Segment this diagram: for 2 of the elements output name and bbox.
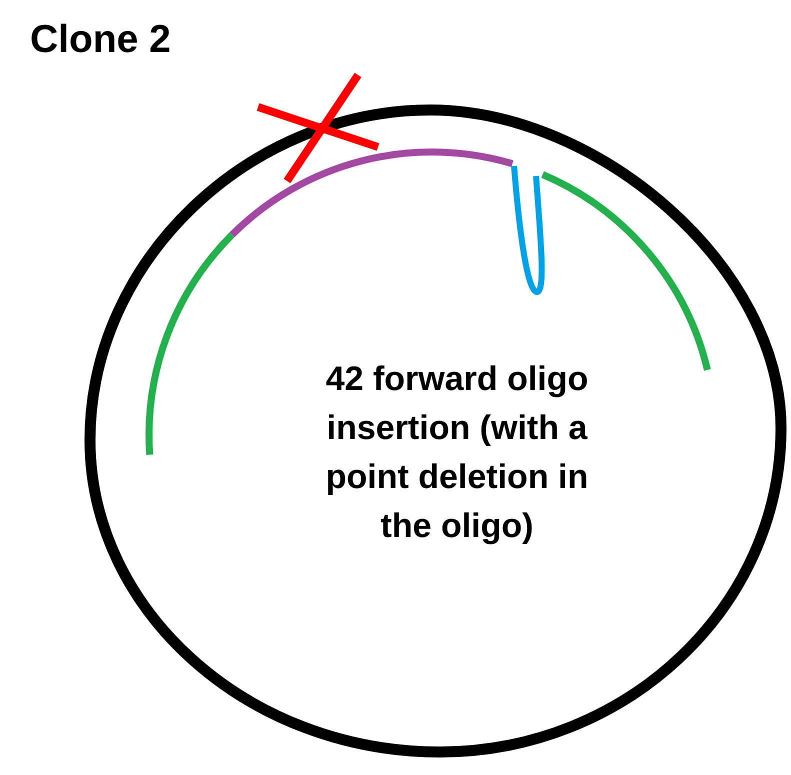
diagram-title: Clone 2 bbox=[30, 17, 171, 63]
description-text: 42 forward oligo insertion (with a point deletion in the oligo) bbox=[324, 359, 590, 547]
